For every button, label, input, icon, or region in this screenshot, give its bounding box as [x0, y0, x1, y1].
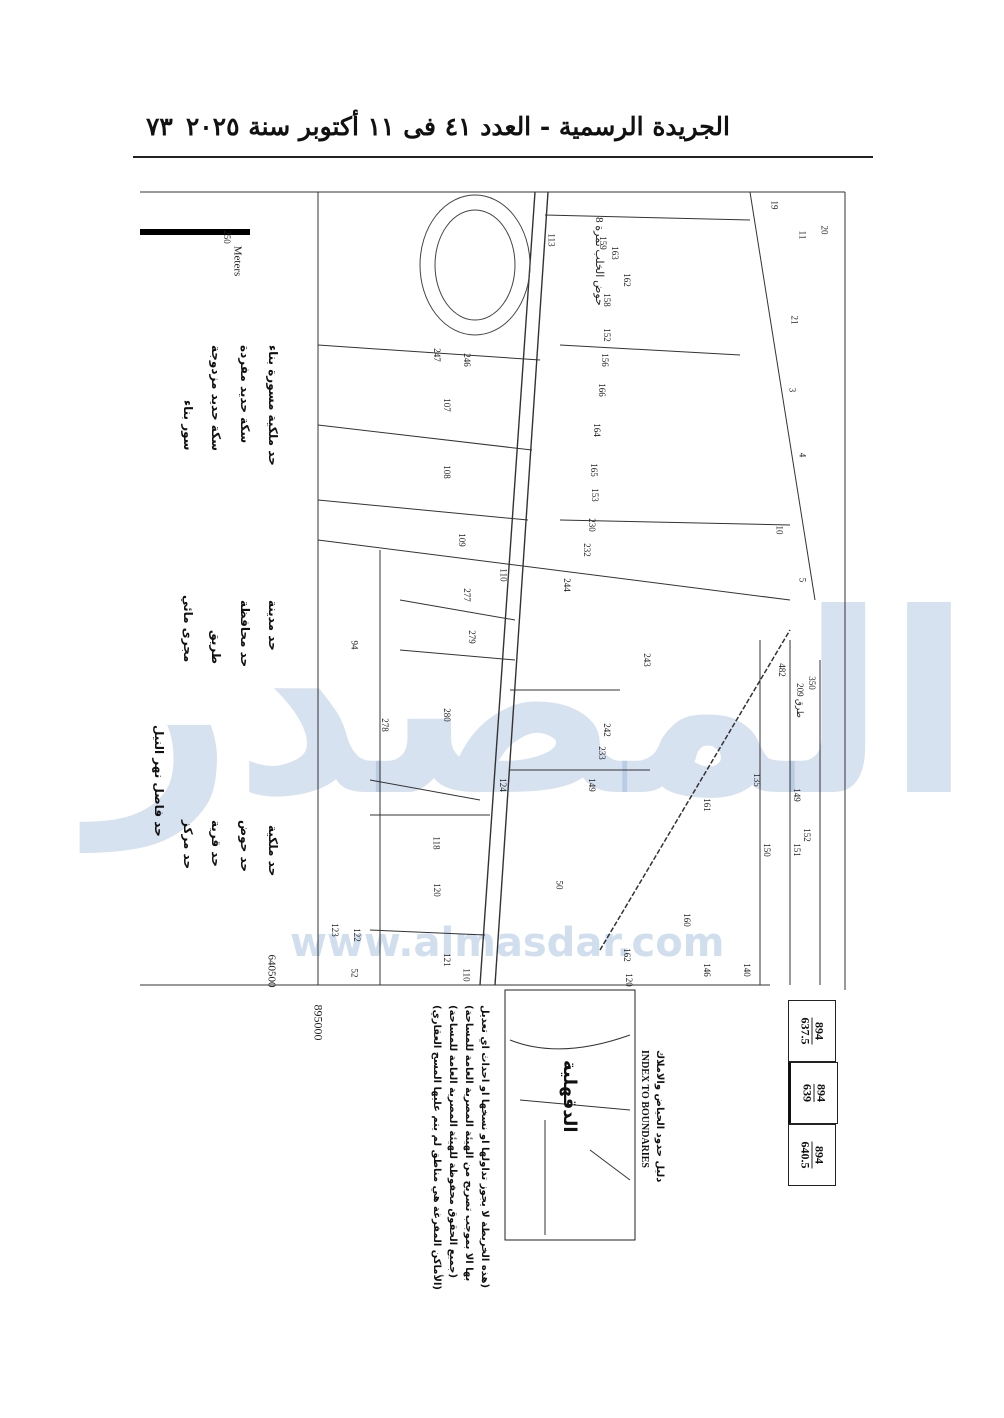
- parcel-number: 150: [761, 843, 772, 857]
- legend-item: حد فاصل نهر النيل: [152, 725, 166, 837]
- parcel-number: 121: [441, 953, 452, 967]
- legend-item: سور بناء: [181, 400, 195, 451]
- parcel-number: 120: [623, 973, 634, 987]
- legend-item: حد مركز: [181, 820, 195, 870]
- parcel-number: 10: [774, 525, 785, 535]
- parcel-number: 152: [801, 828, 812, 842]
- parcel-number: 243: [641, 653, 652, 667]
- page-number: ٧٣: [146, 112, 173, 141]
- parcel-number: 153: [589, 488, 600, 502]
- parcel-number: 280: [441, 708, 452, 722]
- copyright-note: (هذه الخريطة لا يجوز تداولها او نسخها او…: [479, 1005, 490, 1289]
- parcel-number: 279: [466, 630, 477, 644]
- parcel-number: 247: [431, 348, 442, 362]
- legend-item: حد مدينة: [266, 600, 280, 651]
- parcel-number: 110: [498, 568, 509, 582]
- parcel-number: 209 طرق: [794, 683, 805, 718]
- parcel-number: 108: [441, 465, 452, 479]
- parcel-number: 20: [819, 225, 830, 235]
- parcel-number: 151: [791, 843, 802, 857]
- index-title-en: INDEX TO BOUNDARIES: [639, 1050, 650, 1168]
- watermark-url: www.almasdar.com: [290, 920, 725, 966]
- legend-item: طريق: [209, 630, 223, 665]
- legend-item: سكة حديد مفردة: [238, 345, 252, 444]
- parcel-number: 230: [586, 518, 597, 532]
- parcel-number: 11: [797, 230, 808, 240]
- parcel-number: 123: [329, 923, 340, 937]
- parcel-number: 162: [621, 948, 632, 962]
- parcel-number: 122: [351, 928, 362, 942]
- parcel-number: 118: [431, 836, 442, 850]
- parcel-number: 135: [751, 773, 762, 787]
- page-header: الجريدة الرسمية - العدد ٤١ فى ١١ أكتوبر …: [130, 112, 875, 152]
- parcel-number: 278: [379, 718, 390, 732]
- parcel-number: 244: [561, 578, 572, 592]
- parcel-number: 21: [789, 315, 800, 325]
- parcel-number: 246: [461, 353, 472, 367]
- parcel-number: 482: [776, 663, 787, 677]
- parcel-number: 149: [586, 778, 597, 792]
- header-divider: [133, 156, 873, 158]
- parcel-number: 166: [596, 383, 607, 397]
- index-title-ar: دليل حدود الحياض والاملاك: [654, 1050, 665, 1183]
- parcel-number: 109: [456, 533, 467, 547]
- coord-x: 640500: [265, 954, 278, 988]
- parcel-number: 3: [787, 387, 798, 393]
- parcel-number: 277: [461, 588, 472, 602]
- legend-item: حد ملكية مسورة بناء: [266, 345, 280, 466]
- legend-item: حد ملكية: [266, 825, 280, 877]
- parcel-number: 4: [797, 452, 808, 458]
- index-region: الدقهلية: [559, 1060, 580, 1133]
- parcel-number: 152: [601, 328, 612, 342]
- legend-item: حد قرية: [209, 820, 223, 867]
- parcel-number: 5: [797, 577, 808, 583]
- coord-y: 895000: [311, 1004, 326, 1041]
- parcel-number: 161: [701, 798, 712, 812]
- parcel-number: 163: [609, 246, 620, 260]
- legend-item: سكة حديد مزدوجة: [209, 345, 223, 451]
- index-map-frame: [504, 989, 636, 1241]
- basin-label: حوض الخلب نمرة 8: [592, 217, 605, 306]
- parcel-number: 113: [546, 233, 557, 247]
- parcel-number: 156: [599, 353, 610, 367]
- watermark-logo: المصدر: [90, 560, 972, 851]
- parcel-number: 233: [596, 746, 607, 760]
- parcel-number: 146: [701, 963, 712, 977]
- parcel-number: 19: [769, 200, 780, 210]
- parcel-number: 232: [581, 543, 592, 557]
- parcel-number: 50: [554, 880, 565, 890]
- parcel-number: 160: [681, 913, 692, 927]
- parcel-number: 52: [349, 968, 360, 978]
- parcel-number: 162: [621, 273, 632, 287]
- parcel-number: 149: [791, 788, 802, 802]
- legend-item: حد حوض: [238, 820, 252, 873]
- parcel-number: 164: [591, 423, 602, 437]
- scale-value: 250: [221, 230, 232, 244]
- parcel-number: 124: [497, 778, 508, 792]
- rights-note: (جميع الحقوق محفوظة للهيئة المصرية العام…: [447, 1005, 458, 1279]
- parcel-number: 165: [588, 463, 599, 477]
- parcel-number: 120: [431, 883, 442, 897]
- parcel-number: 242: [601, 723, 612, 737]
- gazette-title: الجريدة الرسمية - العدد ٤١ فى ١١ أكتوبر …: [185, 112, 730, 141]
- scale-unit: Meters: [231, 245, 244, 277]
- unsurveyed-note: (الأماكن المفرغة هي مناطق لم يتم عليها ا…: [431, 1005, 442, 1290]
- legend-item: مجرى مائي: [181, 595, 195, 663]
- official-seal: [419, 194, 531, 336]
- parcel-number: 350: [806, 676, 817, 690]
- parcel-number: 110: [461, 968, 472, 982]
- parcel-number: 107: [441, 398, 452, 412]
- parcel-number: 140: [741, 963, 752, 977]
- legend-item: حد محافظة: [238, 600, 252, 668]
- copyright-note: بها الا بموجب تصريح من الهيئة المصرية ال…: [463, 1005, 474, 1282]
- parcel-number: 94: [349, 640, 360, 650]
